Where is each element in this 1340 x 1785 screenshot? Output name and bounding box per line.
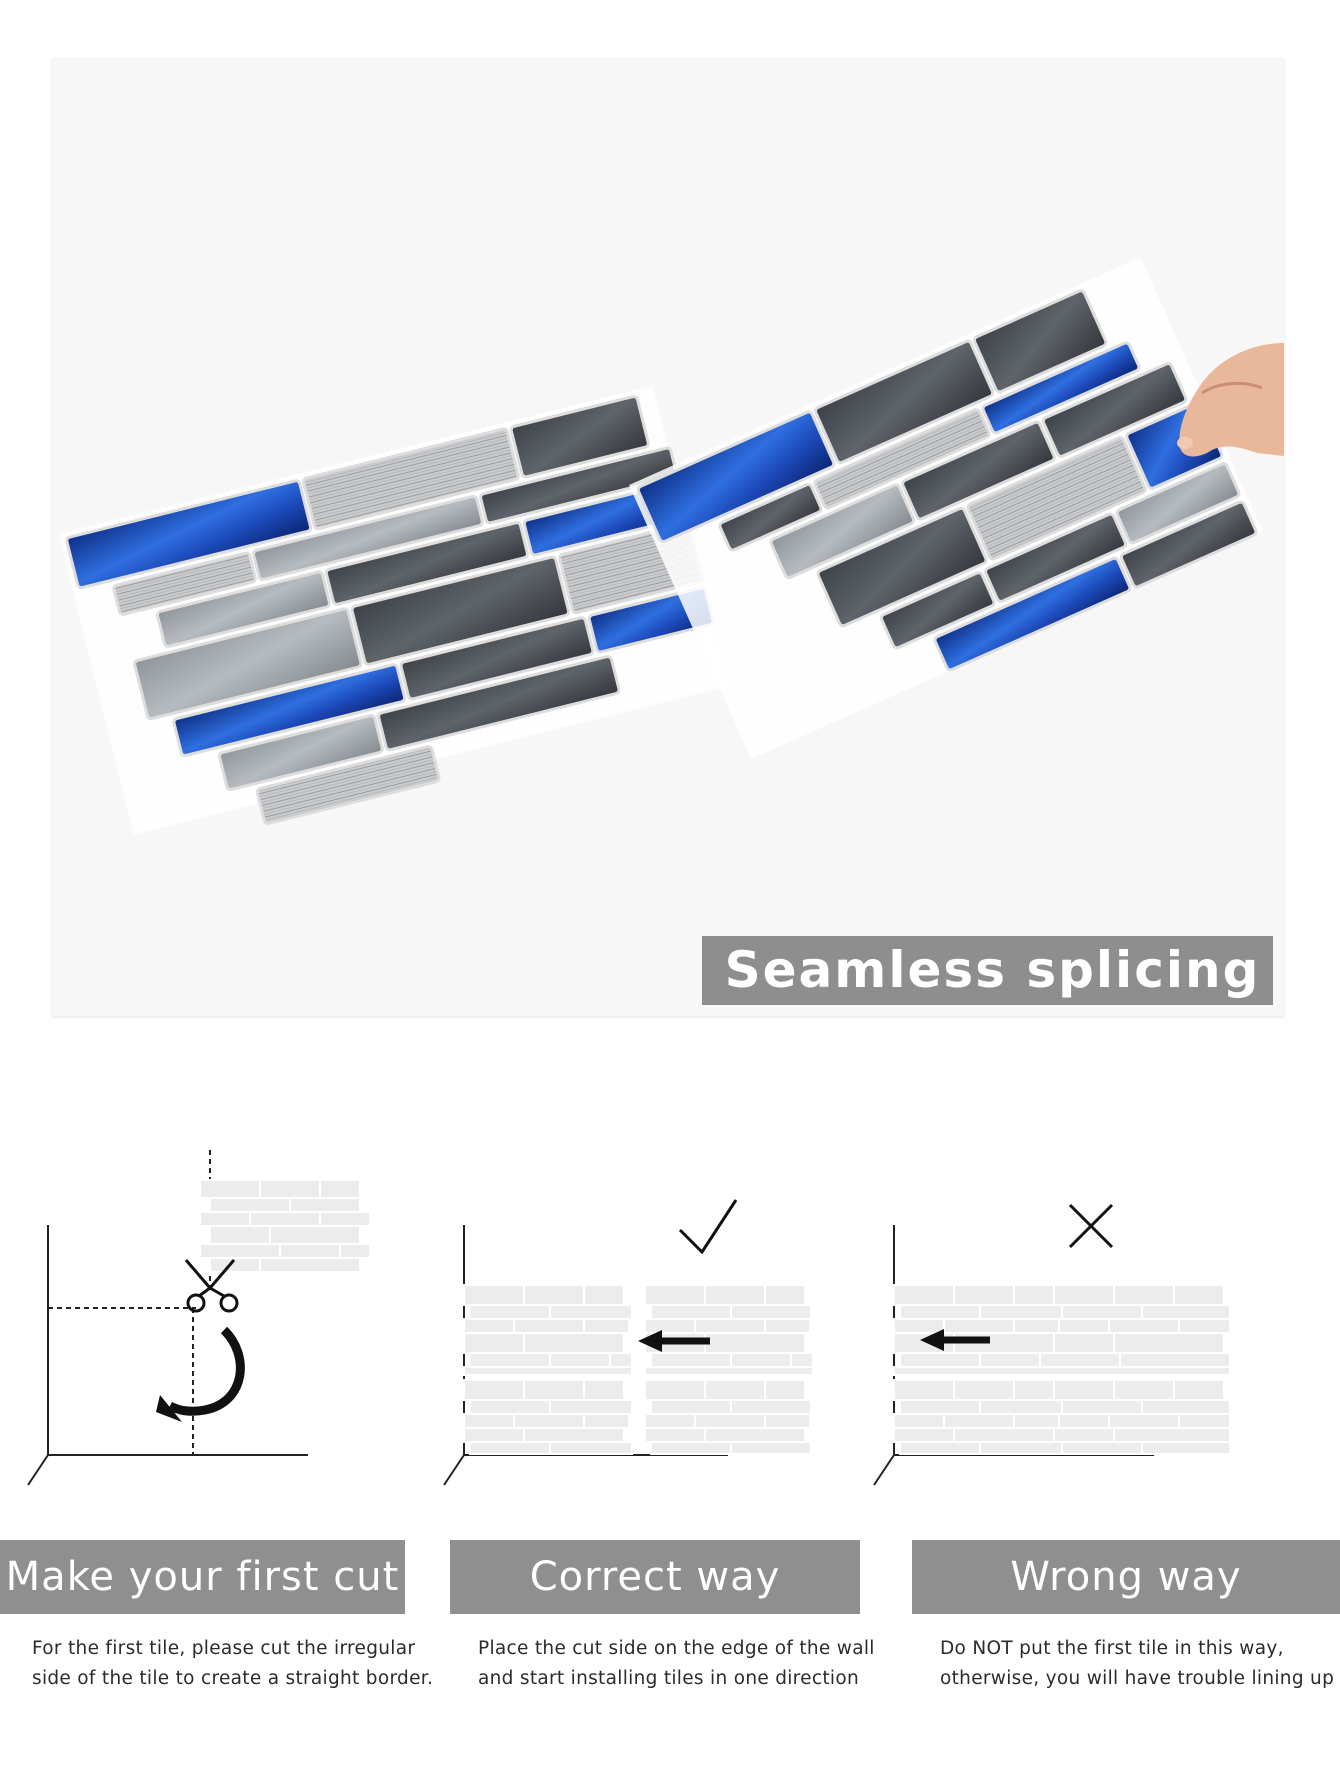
scissors-icon	[184, 1259, 239, 1313]
tile-sheets-illustration	[58, 257, 1284, 835]
step-title-wrong-way: Wrong way	[912, 1540, 1340, 1614]
step-description-first-cut: For the first tile, please cut the irreg…	[32, 1638, 434, 1689]
left-arrow-icon	[920, 1329, 990, 1351]
step-wrong-way-illustration	[870, 1140, 1290, 1560]
step-title-first-cut: Make your first cut	[0, 1540, 405, 1614]
tile-sheet-right	[644, 1284, 814, 1455]
left-tile-sheet	[58, 385, 728, 835]
left-arrow-icon	[638, 1330, 710, 1352]
right-tile-sheet	[629, 257, 1263, 760]
hero-banner: Seamless splicing	[702, 936, 1273, 1005]
hand-image	[1177, 343, 1284, 457]
step-title-correct-way: Correct way	[450, 1540, 860, 1614]
tile-sheet-left	[463, 1284, 633, 1455]
tile-sheet-icon	[199, 1179, 371, 1273]
step-description-wrong-way: Do NOT put the first tile in this way, o…	[940, 1638, 1335, 1689]
x-icon	[1068, 1203, 1114, 1249]
check-icon	[678, 1199, 738, 1255]
product-photo: Seamless splicing	[52, 58, 1284, 1016]
tile-sheet-continuous	[893, 1284, 1231, 1455]
step-description-correct-way: Place the cut side on the edge of the wa…	[478, 1638, 875, 1689]
curved-arrow-icon	[156, 1326, 245, 1422]
step-first-cut-illustration	[10, 1140, 430, 1560]
step-correct-way-illustration	[440, 1140, 860, 1560]
